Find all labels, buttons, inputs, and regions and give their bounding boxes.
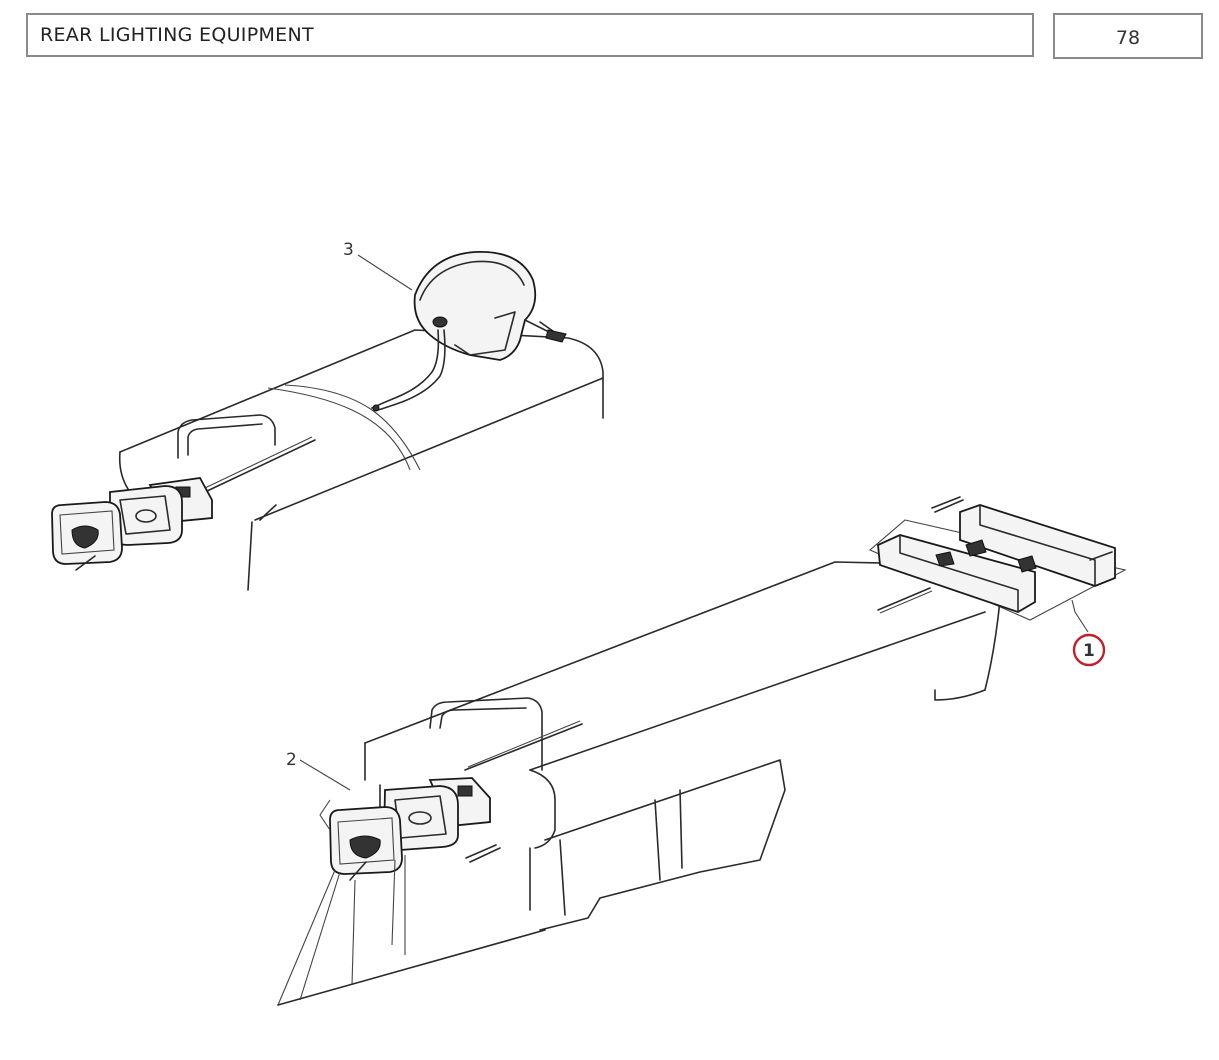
page-number-box: 78: [1053, 13, 1203, 59]
callout-label-3: 3: [343, 240, 354, 260]
callout-label-2: 2: [286, 750, 297, 770]
callout-highlight-circle: [1072, 633, 1106, 667]
upper-fender-assembly: 3: [51, 240, 604, 591]
title-box: REAR LIGHTING EQUIPMENT: [26, 13, 1034, 57]
page-number: 78: [1115, 27, 1141, 49]
lower-fender-assembly: 2 1: [277, 496, 1127, 1006]
page-title: REAR LIGHTING EQUIPMENT: [40, 24, 314, 46]
callout-label-1: 1: [1083, 641, 1095, 661]
